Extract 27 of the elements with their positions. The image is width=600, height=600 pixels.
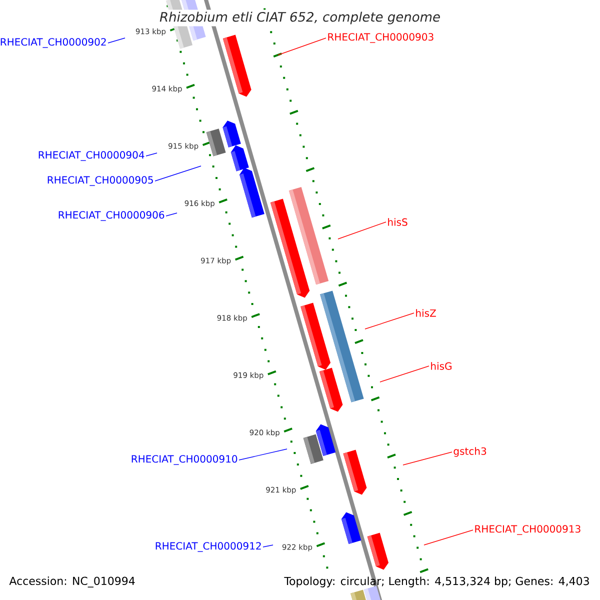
leader-line (108, 38, 126, 44)
leader-line (424, 530, 474, 546)
leader-line (278, 38, 326, 56)
gene-label: gstch3 (454, 447, 486, 457)
leader-line (238, 448, 288, 460)
gene-label: RHECIAT_CH0000912 (156, 542, 261, 552)
gene-label: RHECIAT_CH0000902 (0, 38, 106, 48)
gene-label: hisS (388, 218, 408, 226)
leader-line (166, 212, 178, 216)
genome-stats-text: Topology: circular; Length: 4,513,324 bp; Genes: 4,403 (284, 576, 589, 588)
gene-label: RHECIAT_CH0000913 (475, 525, 580, 535)
leader-line (380, 366, 430, 382)
title: Rhizobium etli CIAT 652, complete genome (158, 10, 442, 26)
gene-label: hisZ (416, 309, 436, 317)
leader-line (146, 152, 158, 156)
leader-line (338, 222, 386, 240)
gene-label: RHECIAT_CH0000904 (38, 151, 144, 161)
leader-line (364, 312, 414, 330)
accession-text: Accession: NC_010994 (9, 576, 135, 588)
leader-line (262, 544, 274, 548)
gene-label: RHECIAT_CH0000903 (328, 33, 434, 43)
leader-line (402, 452, 452, 466)
gene-label: RHECIAT_CH0000905 (48, 176, 153, 186)
gene-label: hisG (431, 362, 452, 370)
gene-label: RHECIAT_CH0000910 (132, 455, 238, 465)
leader-line (154, 166, 202, 182)
gene-label: RHECIAT_CH0000906 (58, 211, 164, 221)
